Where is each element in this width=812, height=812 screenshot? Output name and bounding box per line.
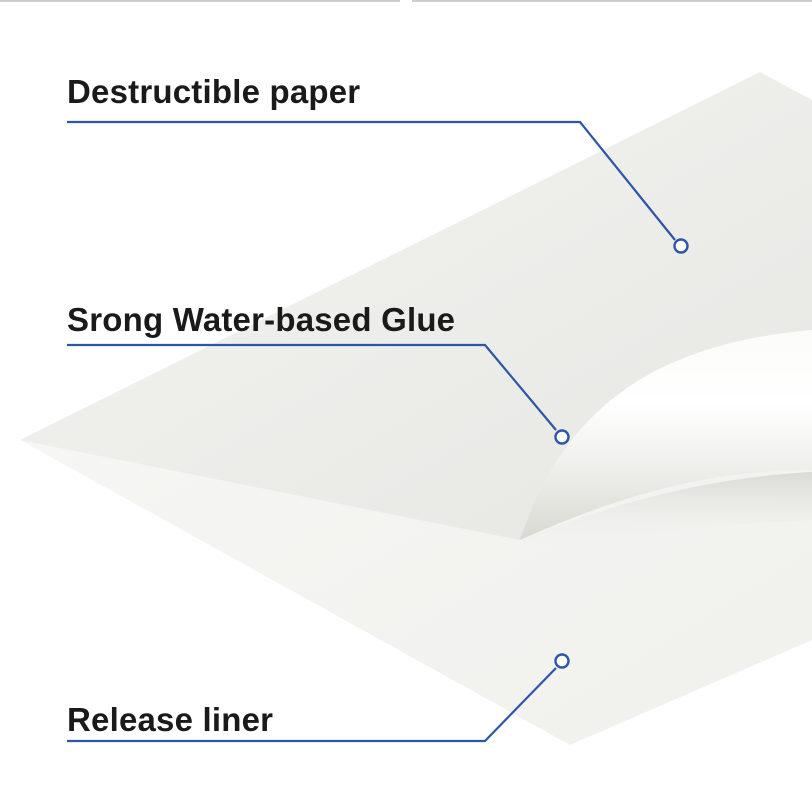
label-water-based-glue: Srong Water-based Glue	[67, 303, 455, 336]
callout-dot-destructible-paper	[675, 240, 688, 253]
label-release-liner: Release liner	[67, 703, 273, 736]
callout-dot-glue	[556, 431, 569, 444]
label-destructible-paper: Destructible paper	[67, 75, 360, 108]
callout-dot-release-liner	[556, 655, 569, 668]
